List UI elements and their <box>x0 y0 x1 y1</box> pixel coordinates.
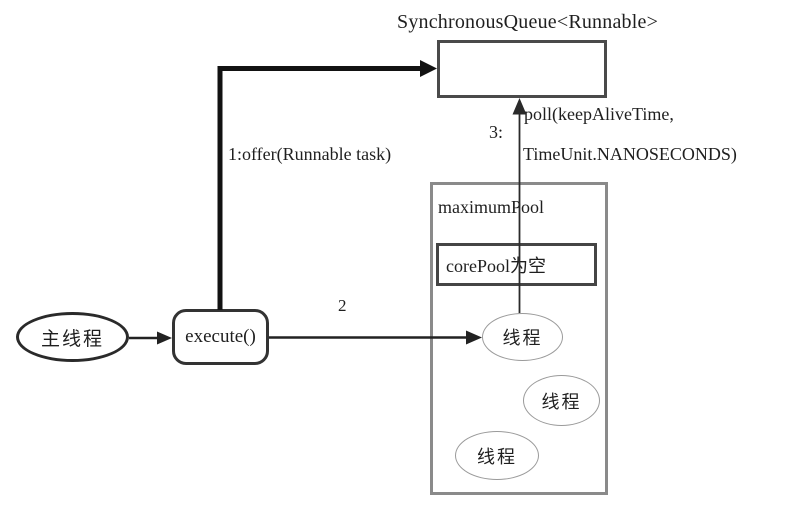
thread-node-1: 线程 <box>482 313 563 361</box>
thread-node-1-label: 线程 <box>502 328 543 348</box>
poll-edge-label-line2: TimeUnit.NANOSECONDS) <box>523 144 737 164</box>
execute-label: execute() <box>185 326 256 347</box>
thread-node-3-label: 线程 <box>477 446 517 467</box>
step3-edge-label: 3: <box>489 122 504 142</box>
queue-title: SynchronousQueue<Runnable> <box>397 11 659 33</box>
maximum-pool-label: maximumPool <box>438 197 545 217</box>
thread-node-2-label: 线程 <box>541 391 582 412</box>
main-thread-label: 主线程 <box>40 328 104 350</box>
offer-arrow <box>217 60 437 310</box>
synchronous-queue-box <box>437 40 607 98</box>
thread-node-3: 线程 <box>455 431 539 480</box>
step2-edge-label: 2 <box>338 296 347 315</box>
main-thread-node: 主线程 <box>16 312 129 362</box>
thread-node-2: 线程 <box>523 375 600 426</box>
offer-edge-label: 1:offer(Runnable task) <box>228 144 392 164</box>
core-pool-label: corePool为空 <box>446 255 546 276</box>
core-pool-box: corePool为空 <box>436 243 597 286</box>
execute-node: execute() <box>172 309 269 365</box>
poll-edge-label-line1: poll(keepAliveTime, <box>524 104 674 124</box>
main-to-execute-arrow <box>129 331 172 345</box>
